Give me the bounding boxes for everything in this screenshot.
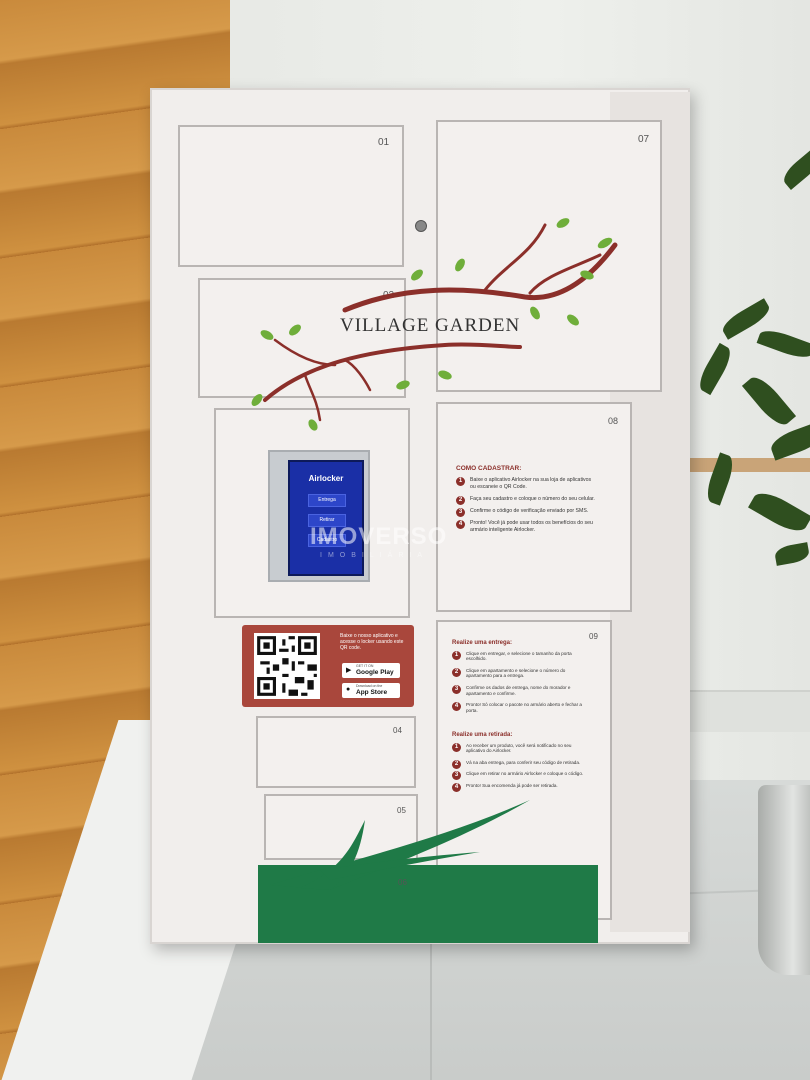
locker-door-01[interactable] xyxy=(178,125,404,267)
google-play-badge[interactable]: ▶ GET IT ON Google Play xyxy=(342,663,400,678)
tree-branch-illustration xyxy=(251,218,618,431)
qr-code[interactable] xyxy=(254,633,320,699)
touchscreen[interactable]: Airlocker Entrega Retirar Cadastro xyxy=(288,460,364,576)
leaf-icon xyxy=(694,342,736,396)
door-number-07: 07 xyxy=(638,134,650,145)
google-play-icon: ▶ xyxy=(346,667,352,674)
leaf-icon xyxy=(756,325,810,363)
screen-button-retirar[interactable]: Retirar xyxy=(308,514,346,527)
apple-icon: ● xyxy=(346,686,351,693)
door-number-09: 09 xyxy=(589,632,598,641)
screen-button-entrega[interactable]: Entrega xyxy=(308,494,346,507)
watermark: IMOVERSO xyxy=(310,523,448,550)
leaf-icon xyxy=(767,421,810,461)
leaf-icon xyxy=(748,486,810,538)
leaf-icon xyxy=(779,147,810,191)
delivery-heading: Realize uma entrega: xyxy=(452,640,513,646)
locker-keyhole xyxy=(415,220,427,232)
door-number-06: 06 xyxy=(398,878,407,887)
floor-seam xyxy=(430,860,432,1080)
village-garden-logo-text: VILLAGE GARDEN xyxy=(340,315,521,336)
watermark-subtitle: IMOBILIÁRIA xyxy=(320,552,429,559)
register-heading: COMO CADASTRAR: xyxy=(456,465,522,472)
qr-instructions: Baixe o nosso aplicativo e acesse o lock… xyxy=(340,633,404,651)
locker-door-04[interactable] xyxy=(256,716,416,788)
screen-button-cadastro[interactable]: Cadastro xyxy=(308,534,346,547)
locker-door-08[interactable] xyxy=(436,402,632,612)
pickup-heading: Realize uma retirada: xyxy=(452,732,513,738)
door-number-08: 08 xyxy=(608,416,619,426)
locker-door-02[interactable] xyxy=(198,278,406,398)
leaf-icon xyxy=(741,371,797,431)
locker-door-05[interactable] xyxy=(264,794,418,860)
qr-code-icon xyxy=(254,633,320,699)
door-number-01: 01 xyxy=(378,137,390,148)
door-number-05: 05 xyxy=(397,806,406,815)
qr-code-panel: Baixe o nosso aplicativo e acesse o lock… xyxy=(242,625,414,707)
leaf-icon xyxy=(773,542,810,566)
app-store-badge[interactable]: ● Download on the App Store xyxy=(342,683,400,698)
grass-swoosh xyxy=(270,800,530,890)
leaf-icon xyxy=(702,452,738,506)
metal-plant-pot xyxy=(758,785,810,975)
door-number-04: 04 xyxy=(393,726,402,735)
screen-title: Airlocker xyxy=(308,474,344,483)
potted-plant xyxy=(680,147,810,570)
